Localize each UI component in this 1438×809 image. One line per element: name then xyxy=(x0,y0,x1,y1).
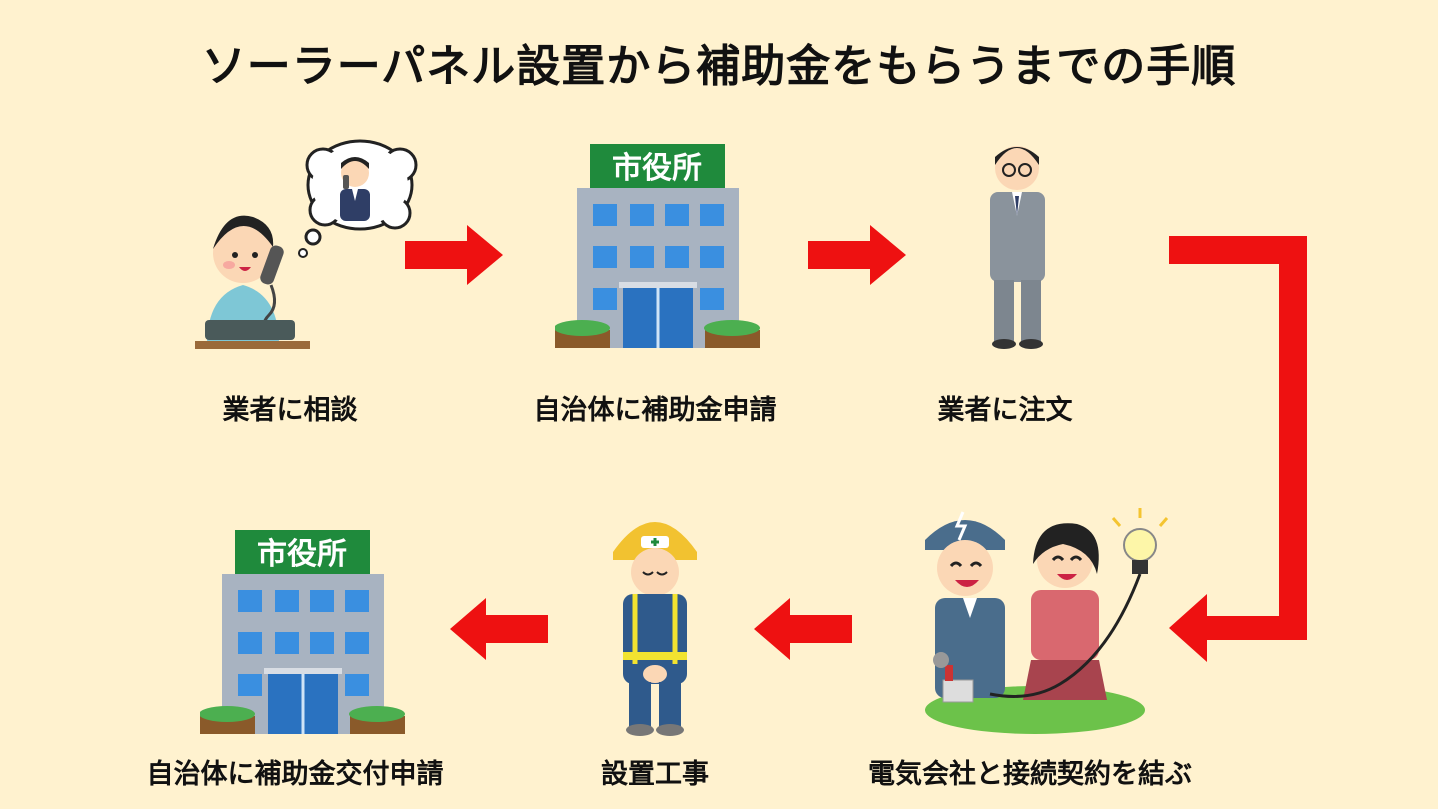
arrow-right-1 xyxy=(405,225,503,285)
businessman-icon xyxy=(990,146,1045,349)
arrow-right-2 xyxy=(808,225,906,285)
city-hall-icon: 市役所 xyxy=(200,530,405,734)
arrow-left-2 xyxy=(450,598,548,660)
step-label-2: 自治体に補助金申請 xyxy=(533,395,777,426)
city-hall-icon: 市役所 xyxy=(555,144,760,348)
building-sign: 市役所 xyxy=(257,537,347,572)
arrow-down-turn xyxy=(1169,236,1307,662)
step-label-3: 業者に注文 xyxy=(937,395,1073,426)
page-title: ソーラーパネル設置から補助金をもらうまでの手順 xyxy=(201,41,1237,92)
step-label-5: 設置工事 xyxy=(601,759,709,790)
step-label-4: 電気会社と接続契約を結ぶ xyxy=(868,759,1192,790)
electric-company-handshake-icon xyxy=(925,508,1169,734)
step-label-1: 業者に相談 xyxy=(222,395,358,426)
step-label-6: 自治体に補助金交付申請 xyxy=(146,759,444,790)
construction-worker-icon xyxy=(613,522,697,736)
phone-consultation-icon xyxy=(195,139,418,349)
building-sign: 市役所 xyxy=(612,151,702,186)
arrow-left-1 xyxy=(754,598,852,660)
